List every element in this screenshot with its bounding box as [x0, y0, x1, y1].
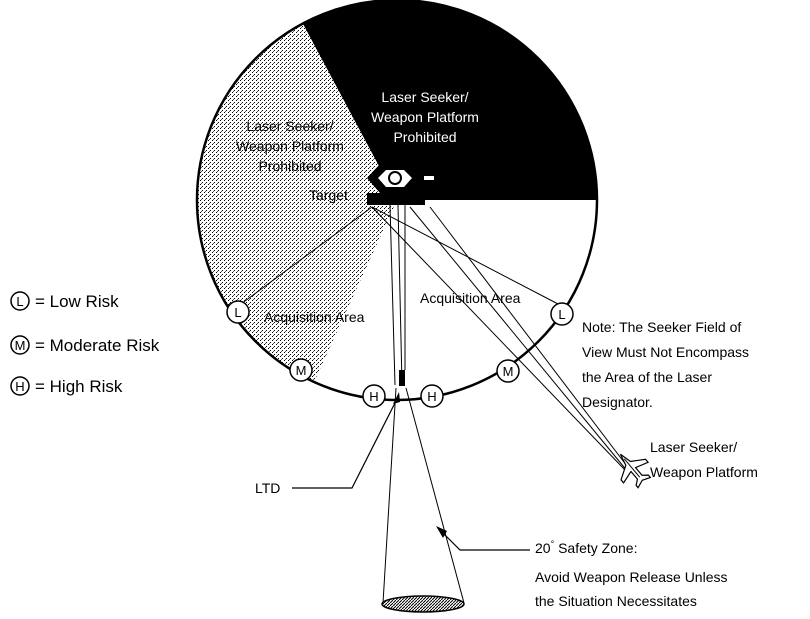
note-line-2: View Must Not Encompass: [582, 344, 749, 360]
svg-text:M: M: [15, 338, 26, 353]
ltd-arrowhead: [393, 392, 400, 404]
prohibited-dark-line-1: Laser Seeker/: [381, 89, 468, 105]
legend-high: H = High Risk: [10, 376, 123, 396]
sector-line-left: [236, 206, 373, 308]
safety-zone-line-1: Avoid Weapon Release Unless: [535, 569, 728, 585]
svg-text:= Moderate Risk: = Moderate Risk: [35, 336, 160, 355]
svg-text:= High Risk: = High Risk: [35, 377, 123, 396]
svg-text:L: L: [234, 305, 241, 320]
seeker-line-3: [409, 206, 629, 473]
svg-text:M: M: [503, 364, 514, 379]
legend-moderate: M = Moderate Risk: [10, 335, 160, 355]
svg-text:H: H: [15, 379, 24, 394]
target-icon: [367, 164, 434, 205]
marker-moderate-left: M: [289, 358, 313, 382]
marker-high-right: H: [420, 384, 444, 408]
marker-low-right: L: [550, 302, 574, 326]
prohibited-stippled-line-1: Laser Seeker/: [246, 118, 333, 134]
laser-beam-right: [397, 204, 403, 386]
note-line-3: the Area of the Laser: [582, 369, 712, 385]
svg-text:M: M: [296, 363, 307, 378]
ltd-label: LTD: [255, 480, 280, 496]
prohibited-stippled-sector: [197, 24, 397, 382]
aircraft-icon: [619, 453, 652, 489]
safety-cone-right-edge: [405, 387, 465, 604]
acquisition-area-right: Acquisition Area: [420, 290, 521, 306]
laser-designator-icon: [399, 370, 405, 386]
ltd-pointer-line: [292, 394, 400, 489]
prohibited-stippled-line-2: Weapon Platform: [236, 138, 344, 154]
platform-label-line-2: Weapon Platform: [650, 464, 758, 480]
prohibited-dark-line-3: Prohibited: [393, 129, 456, 145]
safety-zone-title: 20° Safety Zone:: [535, 539, 637, 556]
svg-text:L: L: [558, 307, 565, 322]
seeker-line-1: [371, 206, 626, 471]
acquisition-area-left: Acquisition Area: [264, 309, 365, 325]
svg-text:= Low Risk: = Low Risk: [35, 292, 119, 311]
prohibited-dark-sector: [303, 0, 597, 201]
marker-low-left: L: [226, 300, 250, 324]
platform-label-line-1: Laser Seeker/: [650, 439, 737, 455]
safety-zone-line-2: the Situation Necessitates: [535, 593, 697, 609]
svg-text:L: L: [16, 294, 23, 309]
safety-cone-base: [381, 595, 465, 613]
prohibited-stippled-line-3: Prohibited: [258, 158, 321, 174]
svg-text:H: H: [427, 389, 436, 404]
legend-low: L = Low Risk: [10, 291, 119, 311]
marker-moderate-right: M: [496, 359, 520, 383]
marker-high-left: H: [362, 384, 386, 408]
laser-beam-left: [389, 204, 396, 386]
note-line-4: Designator.: [582, 394, 653, 410]
seeker-line-2: [429, 206, 631, 471]
safety-zone-pointer-line: [437, 527, 530, 551]
svg-text:H: H: [369, 389, 378, 404]
sector-line-right: [371, 206, 561, 306]
safety-cone-left-edge: [382, 387, 397, 604]
target-label: Target: [309, 187, 348, 203]
note-line-1: Note: The Seeker Field of: [582, 319, 741, 335]
prohibited-dark-line-2: Weapon Platform: [371, 109, 479, 125]
safety-zone-arrowhead: [436, 526, 447, 538]
